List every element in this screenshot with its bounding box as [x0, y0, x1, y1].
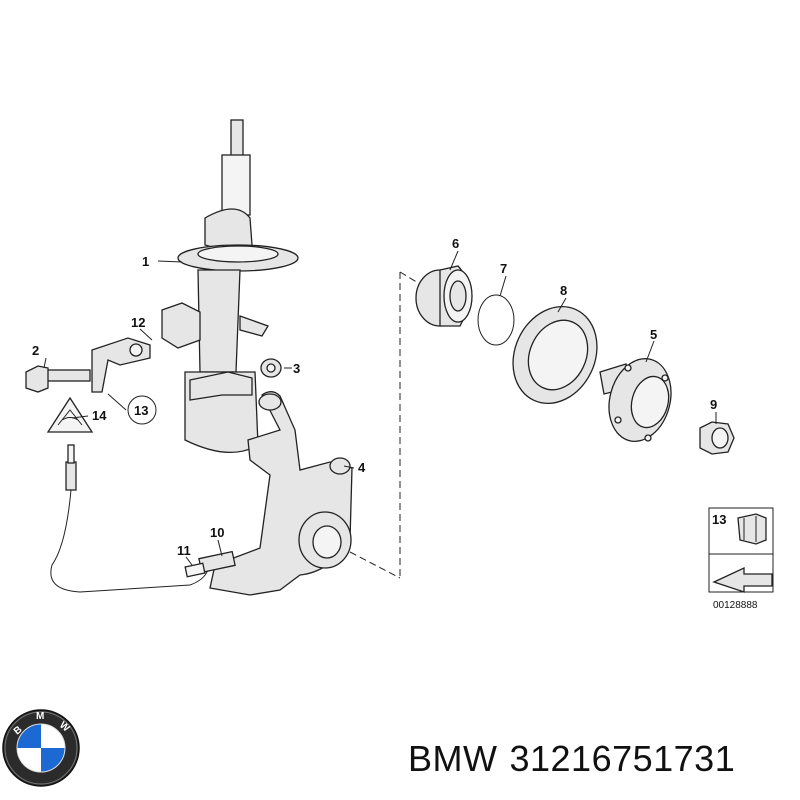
leader-dash — [349, 551, 401, 579]
callout-11: 11 — [177, 543, 191, 558]
wheel-bearing — [415, 265, 473, 327]
callout-3: 3 — [293, 361, 300, 376]
nut — [260, 358, 282, 378]
callout-6: 6 — [452, 236, 459, 251]
dust-shield — [512, 305, 598, 405]
circlip — [477, 294, 515, 346]
brand-name: BMW — [408, 738, 498, 779]
inset-callout: 13 — [712, 512, 726, 527]
callout-13: 13 — [134, 403, 148, 418]
callout-8: 8 — [560, 283, 567, 298]
callout-13-circle — [127, 395, 157, 425]
callout-12: 12 — [131, 315, 145, 330]
strut-assembly — [161, 119, 299, 454]
callout-10: 10 — [210, 525, 224, 540]
callout-7: 7 — [500, 261, 507, 276]
callout-5: 5 — [650, 327, 657, 342]
leader-lines — [43, 250, 717, 566]
svg-text:M: M — [36, 711, 44, 722]
callout-1: 1 — [142, 254, 149, 269]
bolt — [25, 365, 91, 393]
callout-4: 4 — [358, 460, 366, 475]
leader-dash-top — [399, 271, 421, 285]
callout-2: 2 — [32, 343, 39, 358]
hub-nut — [699, 421, 735, 455]
bmw-logo: B M W — [2, 709, 80, 787]
brand-caption: BMW 31216751731 — [408, 738, 747, 780]
part-number: 31216751731 — [509, 738, 736, 779]
inset-code: 00128888 — [713, 600, 758, 611]
wheel-speed-sensor — [50, 444, 236, 593]
callout-14: 14 — [92, 408, 107, 423]
callout-9: 9 — [710, 397, 717, 412]
warning-sticker — [46, 396, 94, 433]
wheel-hub — [599, 358, 672, 442]
inset-box: 13 00128888 — [708, 507, 774, 611]
bracket — [91, 337, 151, 393]
